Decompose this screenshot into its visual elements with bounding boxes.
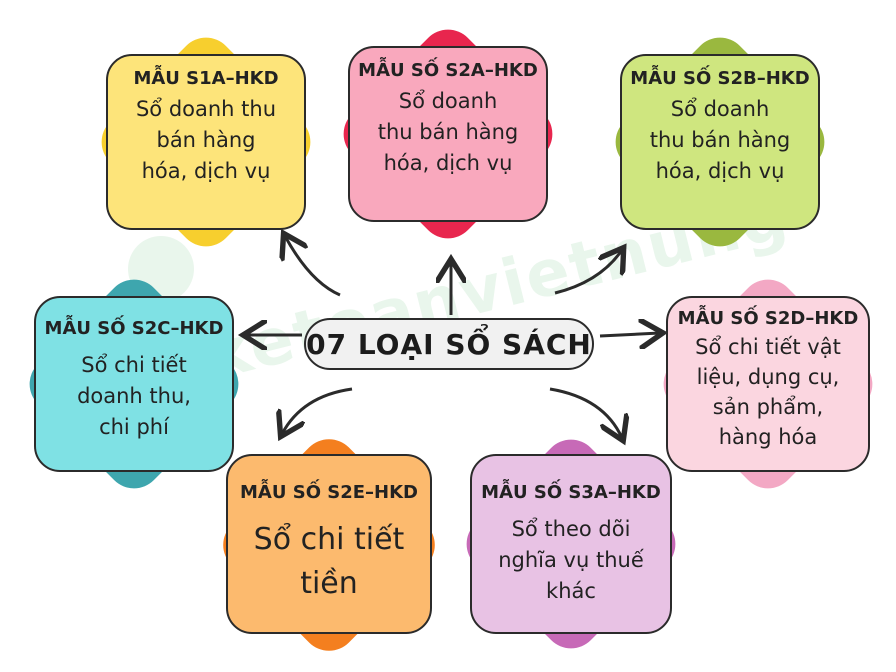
card-s2b-line: thu bán hàng — [649, 128, 791, 152]
card-s2b-title: MẪU SỐ S2B–HKD — [630, 68, 810, 89]
card-s2c-line: doanh thu, — [77, 384, 191, 408]
card-s3a-line: khác — [546, 579, 596, 603]
card-s2b-line: hóa, dịch vụ — [655, 159, 785, 183]
arrow-to-s2b — [554, 250, 622, 295]
card-s2d-title: MẪU SỐ S2D–HKD — [677, 308, 859, 329]
card-s2e-line: tiền — [300, 566, 358, 601]
arrow-to-s2d — [599, 333, 660, 336]
card-s3a-title: MẪU SỐ S3A–HKD — [481, 482, 661, 503]
card-s1a-line: bán hàng — [156, 128, 256, 152]
card-s2a-line: Sổ doanh — [398, 89, 498, 113]
card-s2c: MẪU SỐ S2C–HKD Sổ chi tiết doanh thu, ch… — [18, 268, 250, 500]
card-s2c-line: chi phí — [99, 415, 169, 439]
card-s2e-line: Sổ chi tiết — [253, 522, 405, 557]
card-s2e: MẪU SỐ S2E–HKD Sổ chi tiết tiền — [211, 427, 447, 663]
card-s2a-title: MẪU SỐ S2A–HKD — [358, 60, 538, 81]
center-title: 07 LOẠI SỔ SÁCH — [306, 327, 592, 361]
arrow-to-s2e — [282, 387, 353, 434]
arrow-to-s3a — [549, 387, 622, 438]
card-s1a-title: MẪU S1A–HKD — [133, 68, 279, 89]
card-s2d-line: liệu, dụng cụ, — [696, 365, 840, 389]
card-s3a-line: nghĩa vụ thuế — [498, 548, 644, 572]
card-s3a: MẪU SỐ S3A–HKD Sổ theo dõi nghĩa vụ thuế… — [455, 428, 687, 660]
card-s2b: MẪU SỐ S2B–HKD Sổ doanh thu bán hàng hóa… — [604, 26, 836, 258]
card-s2d-line: hàng hóa — [718, 425, 818, 449]
card-s2c-line: Sổ chi tiết — [81, 353, 187, 377]
card-s2d-line: sản phẩm, — [712, 395, 824, 419]
card-s1a: MẪU S1A–HKD Sổ doanh thu bán hàng hóa, d… — [90, 26, 322, 258]
center-title-pill: 07 LOẠI SỔ SÁCH — [304, 318, 594, 370]
card-s3a-line: Sổ theo dõi — [511, 517, 631, 541]
card-s1a-line: Sổ doanh thu — [135, 97, 277, 121]
card-s2c-title: MẪU SỐ S2C–HKD — [44, 318, 224, 339]
card-s1a-line: hóa, dịch vụ — [141, 159, 271, 183]
card-s2a-line: thu bán hàng — [377, 120, 519, 144]
card-s2a-line: hóa, dịch vụ — [383, 151, 513, 175]
card-s2e-title: MẪU SỐ S2E–HKD — [240, 482, 418, 503]
card-s2d-line: Sổ chi tiết vật — [695, 335, 841, 359]
card-s2d: MẪU SỐ S2D–HKD Sổ chi tiết vật liệu, dụn… — [652, 268, 884, 500]
card-s2b-line: Sổ doanh — [670, 97, 770, 121]
card-s2a: MẪU SỐ S2A–HKD Sổ doanh thu bán hàng hóa… — [332, 18, 564, 250]
arrow-to-s1a — [285, 236, 341, 297]
